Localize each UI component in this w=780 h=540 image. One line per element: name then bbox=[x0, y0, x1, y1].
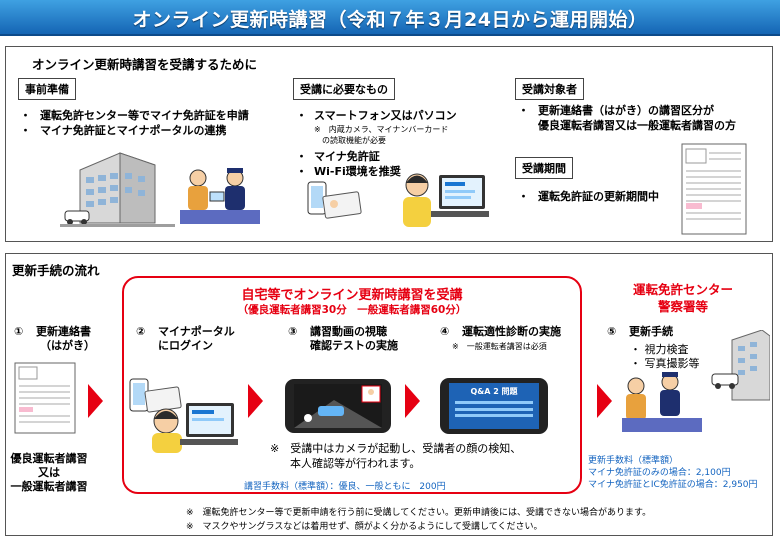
step1-title: 更新連絡書 bbox=[36, 325, 91, 338]
step2-number: ② bbox=[136, 325, 146, 338]
prep-item-1: 運転免許センター等でマイナ免許証を申請 bbox=[40, 109, 249, 122]
prep-tag: 事前準備 bbox=[18, 78, 76, 100]
step4-diagnosis-phone: Q&A 2 問題 bbox=[440, 378, 548, 434]
renewal-fee-line-2-value: 2,950円 bbox=[722, 480, 758, 490]
flow-arrow-1 bbox=[88, 384, 103, 418]
target-line-1: 更新連絡書（はがき）の講習区分が bbox=[538, 104, 714, 117]
needs-bullet-3: ・ bbox=[296, 165, 307, 178]
step5-counter-illustration bbox=[622, 330, 770, 432]
title-banner: オンライン更新時講習（令和７年３月24日から運用開始） bbox=[0, 0, 780, 36]
needs-bullet-1: ・ bbox=[296, 109, 307, 122]
step4-note: ※ 一般運転者講習は必須 bbox=[452, 342, 547, 351]
step5-item-1: ・ 視力検査 bbox=[630, 343, 689, 356]
course-fee: 講習手数料（標準額）：優良、一般ともに 200円 bbox=[244, 479, 446, 492]
course-fee-label: 講習手数料（標準額）：優良、一般ともに bbox=[244, 482, 411, 492]
period-tag: 受講期間 bbox=[515, 157, 573, 179]
period-bullet: ・ bbox=[518, 190, 529, 203]
step4-number: ④ bbox=[440, 325, 450, 338]
home-online-course-frame bbox=[122, 276, 582, 494]
step1-postcard-illustration bbox=[14, 362, 76, 434]
needs-tag: 受講に必要なもの bbox=[293, 78, 395, 100]
step1-course-type: 優良運転者講習 又は 一般運転者講習 bbox=[8, 452, 90, 494]
step4-title: 運転適性診断の実施 bbox=[462, 325, 561, 338]
step5-item-2: ・ 写真撮影等 bbox=[630, 357, 700, 370]
target-bullet: ・ bbox=[518, 104, 529, 117]
home-course-duration: （優良運転者講習30分 一般運転者講習60分） bbox=[237, 304, 467, 316]
camera-note-line-1: ※ 受講中はカメラが起動し、受講者の顔の検知、 bbox=[270, 442, 522, 455]
needs-bullet-2: ・ bbox=[296, 150, 307, 163]
prep-bullet-2: ・ bbox=[20, 124, 31, 137]
renewal-fee-line-1-label: マイナ免許証のみの場合： bbox=[588, 468, 696, 478]
needs-note-1: ※ 内蔵カメラ、マイナンバーカード bbox=[314, 125, 449, 134]
home-course-title: 自宅等でオンライン更新時講習を受講 bbox=[241, 288, 463, 303]
bottom-note-1: ※ 運転免許センター等で更新申請を行う前に受講してください。更新申請後には、受講… bbox=[186, 508, 652, 518]
renewal-fee-block: 更新手数料（標準額） マイナ免許証のみの場合：2,100円 マイナ免許証とIC免… bbox=[588, 455, 758, 491]
step2-subtitle: にログイン bbox=[158, 339, 213, 352]
step2-login-illustration bbox=[129, 378, 238, 453]
prep-item-2: マイナ免許証とマイナポータルの連携 bbox=[40, 124, 227, 137]
prep-bullet-1: ・ bbox=[20, 109, 31, 122]
step2-title: マイナポータル bbox=[158, 325, 235, 338]
renewal-fee-line-1: マイナ免許証のみの場合：2,100円 bbox=[588, 467, 758, 479]
step3-subtitle: 確認テストの実施 bbox=[310, 339, 398, 352]
flow-arrow-4 bbox=[597, 384, 612, 418]
step1-subtitle: （はがき） bbox=[40, 339, 95, 352]
renewal-postcard-illustration bbox=[681, 143, 747, 235]
step1-course-line-2: 又は bbox=[38, 466, 60, 479]
flow-arrow-3 bbox=[405, 384, 420, 418]
center-title-line-1: 運転免許センター bbox=[632, 282, 733, 297]
step5-number: ⑤ bbox=[607, 325, 617, 338]
license-center-building-illustration bbox=[60, 152, 175, 227]
requirements-title: オンライン更新時講習を受講するために bbox=[32, 57, 258, 72]
person-with-laptop-illustration bbox=[403, 173, 489, 227]
needs-item-1: スマートフォン又はパソコン bbox=[314, 109, 457, 122]
course-fee-value: 200円 bbox=[419, 482, 446, 492]
needs-note-2: の読取機能が必要 bbox=[322, 136, 386, 145]
renewal-fee-title: 更新手数料（標準額） bbox=[588, 456, 679, 466]
step1-number: ① bbox=[14, 325, 24, 338]
counter-staff-illustration bbox=[180, 168, 260, 224]
center-title: 運転免許センター 警察署等 bbox=[598, 281, 768, 315]
target-line-2: 優良運転者講習又は一般運転者講習の方 bbox=[538, 119, 736, 132]
step3-video-phone-illustration bbox=[285, 379, 391, 433]
step3-title: 講習動画の視聴 bbox=[310, 325, 387, 338]
step1-course-line-1: 優良運転者講習 bbox=[10, 452, 88, 465]
period-text: 運転免許証の更新期間中 bbox=[538, 190, 659, 203]
center-title-line-2: 警察署等 bbox=[657, 299, 708, 314]
smartphone-and-card-illustration bbox=[307, 181, 362, 219]
renewal-fee-line-1-value: 2,100円 bbox=[695, 468, 731, 478]
renewal-fee-line-2-label: マイナ免許証とIC免許証の場合： bbox=[588, 480, 723, 490]
banner-title: オンライン更新時講習（令和７年３月24日から運用開始） bbox=[132, 9, 648, 31]
flow-arrow-2 bbox=[248, 384, 263, 418]
step1-course-line-3: 一般運転者講習 bbox=[10, 480, 88, 493]
target-tag: 受講対象者 bbox=[515, 78, 584, 100]
step3-number: ③ bbox=[288, 325, 298, 338]
bottom-note-2: ※ マスクやサングラスなどは着用せず、顔がよく分かるようにして受講してください。 bbox=[186, 522, 543, 532]
renewal-fee-line-2: マイナ免許証とIC免許証の場合：2,950円 bbox=[588, 479, 758, 491]
needs-item-2: マイナ免許証 bbox=[314, 150, 380, 163]
flow-title: 更新手続の流れ bbox=[12, 263, 100, 278]
step4-screen-text: Q&A 2 問題 bbox=[470, 387, 518, 396]
needs-item-3: Wi-Fi環境を推奨 bbox=[314, 165, 401, 178]
step5-title: 更新手続 bbox=[629, 325, 673, 338]
camera-note-line-2: 本人確認等が行われます。 bbox=[290, 457, 421, 470]
